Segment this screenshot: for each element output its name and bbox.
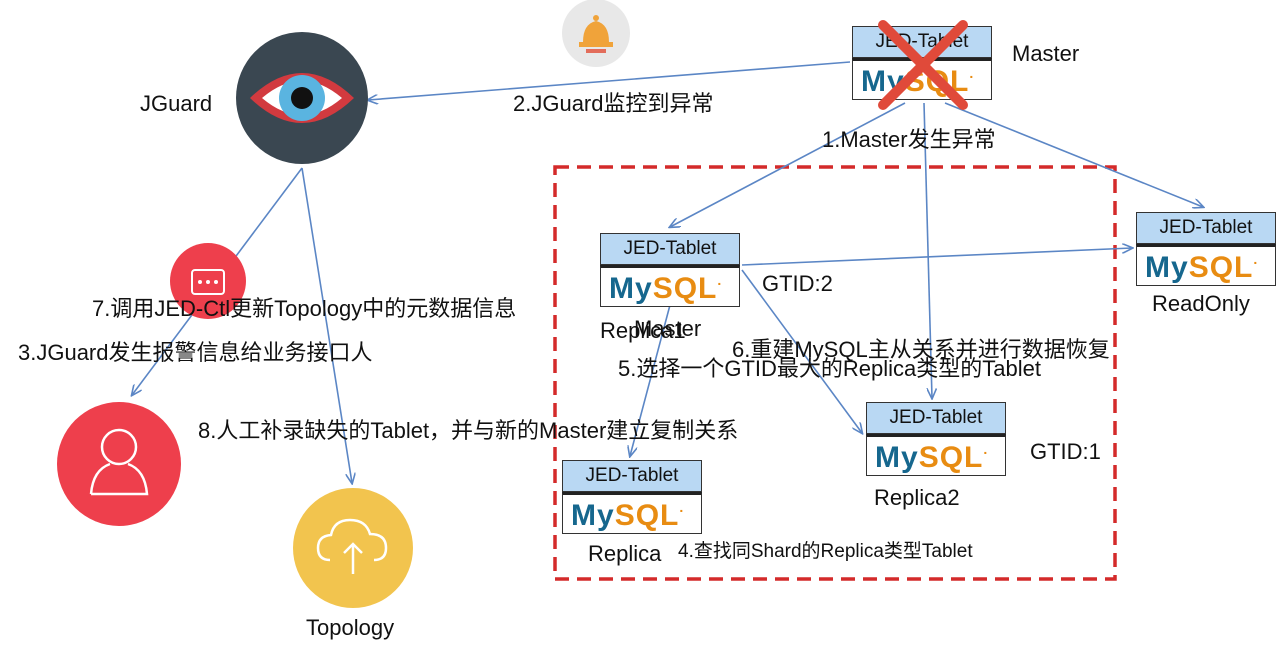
arrow-master-to-readonly [944, 102, 1203, 207]
label-replica: Replica [588, 541, 662, 566]
step-8: 8.人工补录缺失的Tablet，并与新的Master建立复制关系 [198, 418, 739, 443]
tablet-header: JED-Tablet [600, 233, 740, 265]
failure-x-icon [878, 20, 968, 110]
arrow-replica1-to-replica2 [741, 269, 862, 433]
arrow-jguard-to-topology [301, 167, 352, 483]
arrow-replica1-to-replica [630, 304, 671, 456]
step-6: 6.重建MySQL主从关系并进行数据恢复 [732, 337, 1110, 362]
tablet-header: JED-Tablet [562, 460, 702, 492]
dashed-region [553, 165, 1117, 581]
label-gtid-1: GTID:1 [1030, 439, 1101, 464]
label-readonly: ReadOnly [1152, 291, 1250, 316]
arrow-master-to-jguard [368, 61, 851, 100]
step-3: 3.JGuard发生报警信息给业务接口人 [18, 340, 373, 365]
step-4: 4.查找同Shard的Replica类型Tablet [678, 541, 973, 562]
tablet-readonly: JED-Tablet MySQL. [1136, 212, 1276, 286]
label-replica2: Replica2 [874, 485, 960, 510]
mysql-logo: MySQL. [866, 434, 1006, 476]
tablet-replica2: JED-Tablet MySQL. [866, 402, 1006, 476]
arrow-replica1-to-readonly [741, 248, 1132, 266]
mysql-logo: MySQL. [562, 492, 702, 534]
label-master: Master [1012, 41, 1080, 66]
tablet-replica1: JED-Tablet MySQL. [600, 233, 740, 307]
label-topology: Topology [306, 615, 395, 640]
step-1: 1.Master发生异常 [822, 127, 996, 152]
arrow-master-to-replica2 [923, 102, 932, 398]
label-replica1-overlap: Master [634, 316, 702, 341]
cloud-upload-icon [293, 488, 413, 608]
mysql-logo: MySQL. [600, 265, 740, 307]
label-jguard: JGuard [140, 91, 213, 116]
label-replica1: Replica1 [600, 318, 686, 343]
eye-icon [236, 32, 368, 164]
mysql-logo: MySQL. [1136, 244, 1276, 286]
person-icon [57, 402, 181, 526]
tablet-header: JED-Tablet [866, 402, 1006, 434]
tablet-header: JED-Tablet [1136, 212, 1276, 244]
step-5: 5.选择一个GTID最大的Replica类型的Tablet [618, 356, 1041, 381]
arrow-master-to-replica1 [670, 102, 906, 227]
bell-icon [562, 0, 630, 67]
tablet-replica: JED-Tablet MySQL. [562, 460, 702, 534]
step-7: 7.调用JED-Ctl更新Topology中的元数据信息 [92, 296, 517, 321]
step-2: 2.JGuard监控到异常 [513, 91, 714, 116]
message-icon [170, 243, 246, 319]
label-gtid-2: GTID:2 [762, 271, 833, 296]
